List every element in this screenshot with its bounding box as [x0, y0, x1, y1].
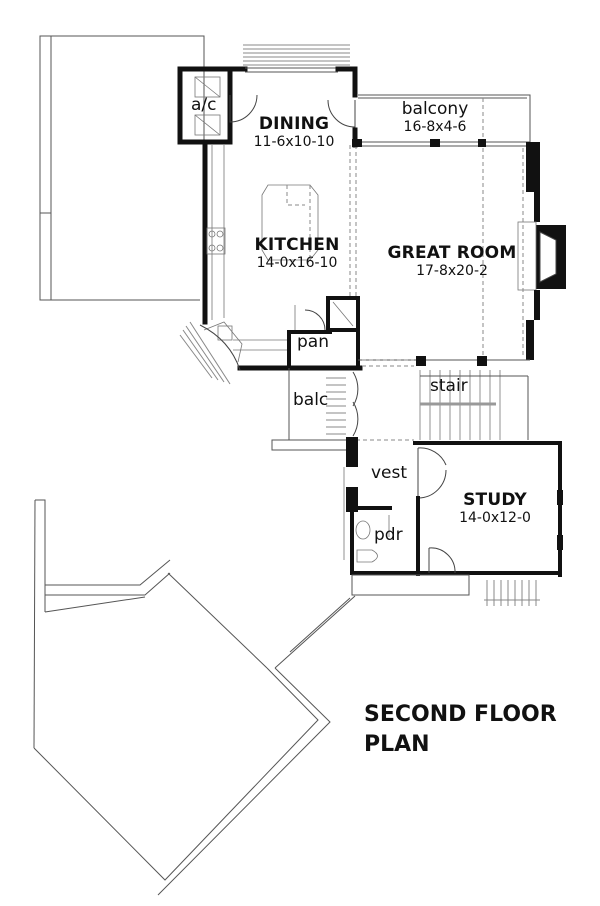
room-dims-study: 14-0x12-0 — [459, 510, 531, 526]
room-label-pantry: pan — [297, 332, 329, 352]
plan-title-line-1: SECOND FLOOR — [364, 702, 557, 727]
room-kitchen: KITCHEN 14-0x16-10 — [243, 235, 351, 271]
room-label-stair: stair — [430, 376, 468, 396]
room-label-ac: a/c — [191, 95, 217, 115]
room-great-room: GREAT ROOM 17-8x20-2 — [382, 243, 522, 279]
room-label-vest: vest — [371, 463, 408, 483]
study-vest-pdr-walls — [343, 437, 563, 596]
room-name-kitchen: KITCHEN — [254, 235, 340, 255]
kitchen-walls — [202, 139, 363, 371]
room-dining: DINING 11-6x10-10 — [244, 114, 344, 150]
room-study: STUDY 14-0x12-0 — [445, 490, 545, 526]
study-railing — [484, 580, 540, 606]
room-dims-kitchen: 14-0x16-10 — [256, 255, 338, 271]
stair-run — [356, 370, 529, 441]
dining-walls — [227, 66, 358, 148]
room-name-balcony: balcony — [401, 99, 469, 119]
room-name-dining: DINING — [258, 114, 330, 134]
great-room-walls — [352, 139, 566, 367]
room-name-great-room: GREAT ROOM — [387, 243, 517, 263]
room-label-balc: balc — [293, 390, 329, 410]
room-dims-dining: 11-6x10-10 — [253, 134, 335, 150]
room-name-study: STUDY — [463, 490, 527, 510]
room-dims-balcony: 16-8x4-6 — [403, 119, 467, 135]
top-balcony — [358, 94, 531, 145]
lower-left-roof — [33, 499, 356, 896]
top-railing — [243, 44, 350, 66]
room-dims-great-room: 17-8x20-2 — [416, 263, 488, 279]
room-balcony: balcony 16-8x4-6 — [395, 99, 475, 135]
room-label-powder: pdr — [374, 525, 403, 545]
plan-title-line-2: PLAN — [364, 732, 430, 757]
kitchen-corner-window — [179, 321, 241, 385]
plan-title: SECOND FLOOR PLAN — [364, 700, 557, 760]
pantry — [287, 296, 360, 370]
